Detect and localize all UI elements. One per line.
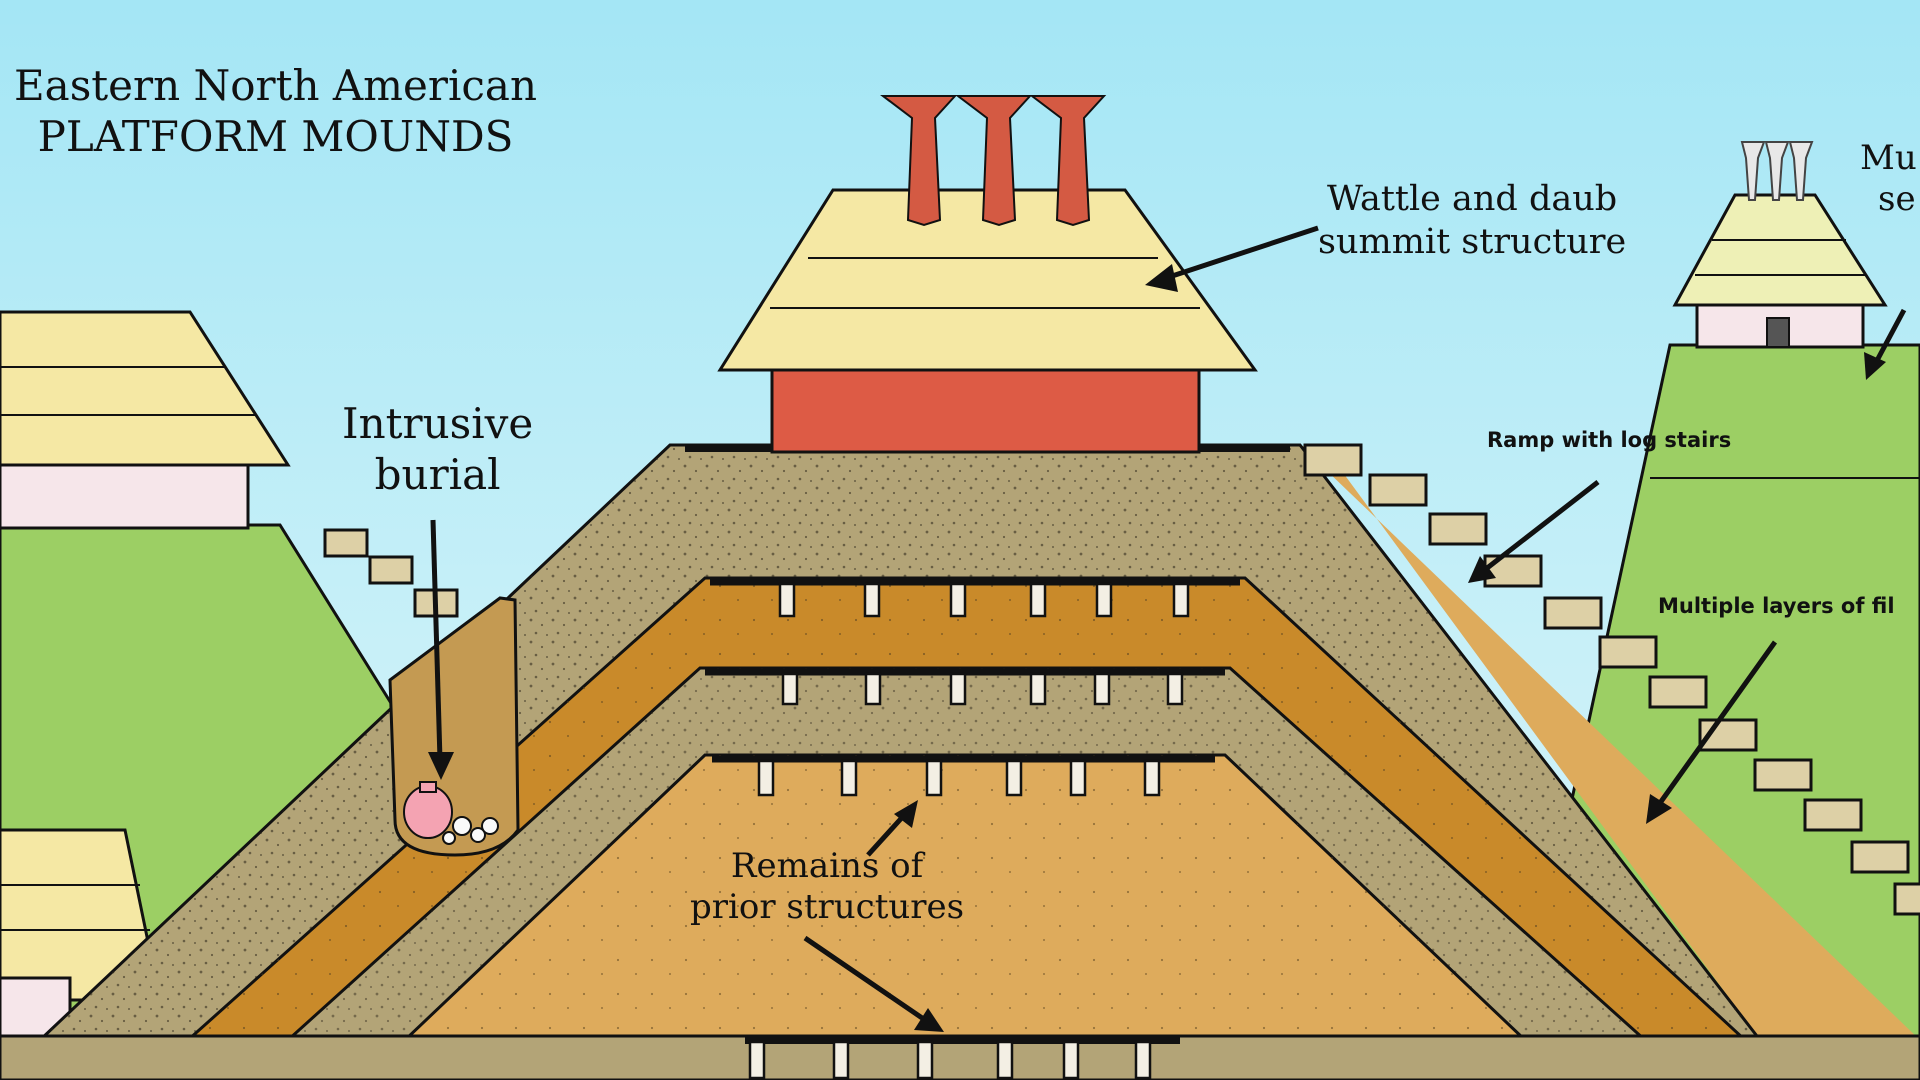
- intrusive-burial-label: Intrusive burial: [342, 398, 533, 500]
- wattle-daub-line-2: summit structure: [1318, 221, 1627, 262]
- ground-strip: [0, 1034, 1920, 1080]
- cut-off-line-1: Mu: [1860, 138, 1917, 178]
- cut-off-line-2: se: [1878, 179, 1916, 220]
- roof-finials: [880, 95, 1107, 227]
- title-line-1: Eastern North American: [14, 61, 537, 110]
- remains-line-2: prior structures: [690, 887, 965, 928]
- cut-off-label-right: Mu se: [1860, 138, 1917, 221]
- right-house-finials: [1740, 141, 1814, 201]
- title-line-2: PLATFORM MOUNDS: [37, 112, 514, 162]
- intrusive-burial-line-1: Intrusive: [342, 399, 534, 448]
- bones-icon: [442, 816, 499, 845]
- remains-line-1: Remains of: [730, 846, 924, 886]
- main-mound: [36, 443, 1920, 1042]
- left-house: [0, 310, 291, 530]
- wattle-daub-line-1: Wattle and daub: [1327, 179, 1618, 219]
- intrusive-burial-line-2: burial: [374, 450, 501, 500]
- ramp-fill: [1300, 445, 1920, 1040]
- post-remains: [757, 582, 1190, 797]
- remains-label: Remains of prior structures: [690, 846, 964, 929]
- diagram-title: Eastern North American PLATFORM MOUNDS: [14, 60, 537, 162]
- multiple-layers-label: Multiple layers of fil: [1658, 594, 1895, 618]
- log-stairs[interactable]: [1303, 443, 1920, 916]
- annotation-arrows: [428, 225, 1907, 1032]
- wattle-daub-label: Wattle and daub summit structure: [1318, 178, 1626, 263]
- summit-structure[interactable]: [717, 95, 1258, 454]
- burial-pit[interactable]: [388, 596, 520, 857]
- ramp-label: Ramp with log stairs: [1487, 428, 1732, 452]
- burial-pot-icon: [403, 781, 453, 839]
- right-house: [1672, 141, 1888, 349]
